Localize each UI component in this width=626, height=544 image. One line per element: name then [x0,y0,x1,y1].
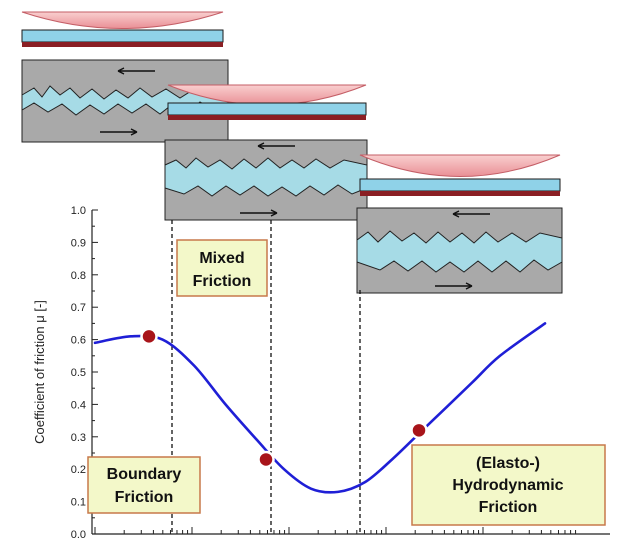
y-tick-label: 0.2 [71,464,86,476]
fluid-film [167,102,367,116]
boundary-label-line2: Friction [115,489,174,506]
substrate-bar [360,191,560,196]
y-tick-label: 0.3 [71,432,86,444]
region-label-boundary: Boundary Friction [87,456,201,514]
substrate-bar [22,42,223,47]
chart-axes: 0.0 0.1 0.2 0.3 0.4 0.5 0.6 0.7 0.8 0.9 1.0 Coeffi… [32,205,610,541]
y-tick-label: 0.1 [71,497,86,509]
hydro-label-box [411,444,606,526]
stribeck-curve [93,322,547,494]
curve-marker-point [257,450,275,469]
y-tick-group: 0.0 0.1 0.2 0.3 0.4 0.5 0.6 0.7 0.8 0.9 1.0 [71,205,98,541]
hydro-label-line2: Hydrodynamic [452,477,563,494]
fluid-film [359,178,561,192]
motion-arrow-left [452,210,490,218]
y-tick-label: 0.0 [71,529,86,541]
motion-arrow-left [117,67,155,75]
motion-arrow-right [435,282,473,290]
y-tick-label: 1.0 [71,205,86,217]
region-label-mixed: Mixed Friction [176,239,268,297]
contact-illustration-mixed [164,84,368,221]
contact-illustration-hydrodynamic [356,154,563,294]
substrate-bar [168,115,366,120]
y-tick-label: 0.7 [71,302,86,314]
contact-illustration-boundary [21,11,229,143]
boundary-label-box [87,456,201,514]
y-tick-label: 0.9 [71,237,86,249]
y-tick-label: 0.5 [71,367,86,379]
motion-arrow-left [257,142,295,150]
curve-marker-point [140,327,158,346]
region-label-hydrodynamic: (Elasto-) Hydrodynamic Friction [411,444,606,526]
curve-markers [140,327,428,469]
y-tick-label: 0.4 [71,399,86,411]
rough-gap-fluid [356,230,563,273]
mixed-label-line1: Mixed [199,250,244,267]
hydro-label-line1: (Elasto-) [476,455,540,472]
hydro-label-line3: Friction [479,499,538,516]
rough-gap-fluid [164,157,368,197]
curve-marker-point [410,421,428,440]
y-axis-title: Coefficient of friction μ [-] [32,300,47,444]
y-tick-label: 0.6 [71,335,86,347]
motion-arrow-right [240,209,278,217]
y-tick-label: 0.8 [71,270,86,282]
lens-shape [359,154,561,177]
boundary-label-line1: Boundary [107,466,182,483]
lens-shape [21,11,224,29]
mixed-label-box [176,239,268,297]
fluid-film [21,29,224,43]
mixed-label-line2: Friction [193,273,252,290]
x-tick-group [94,527,577,534]
motion-arrow-right [100,128,138,136]
